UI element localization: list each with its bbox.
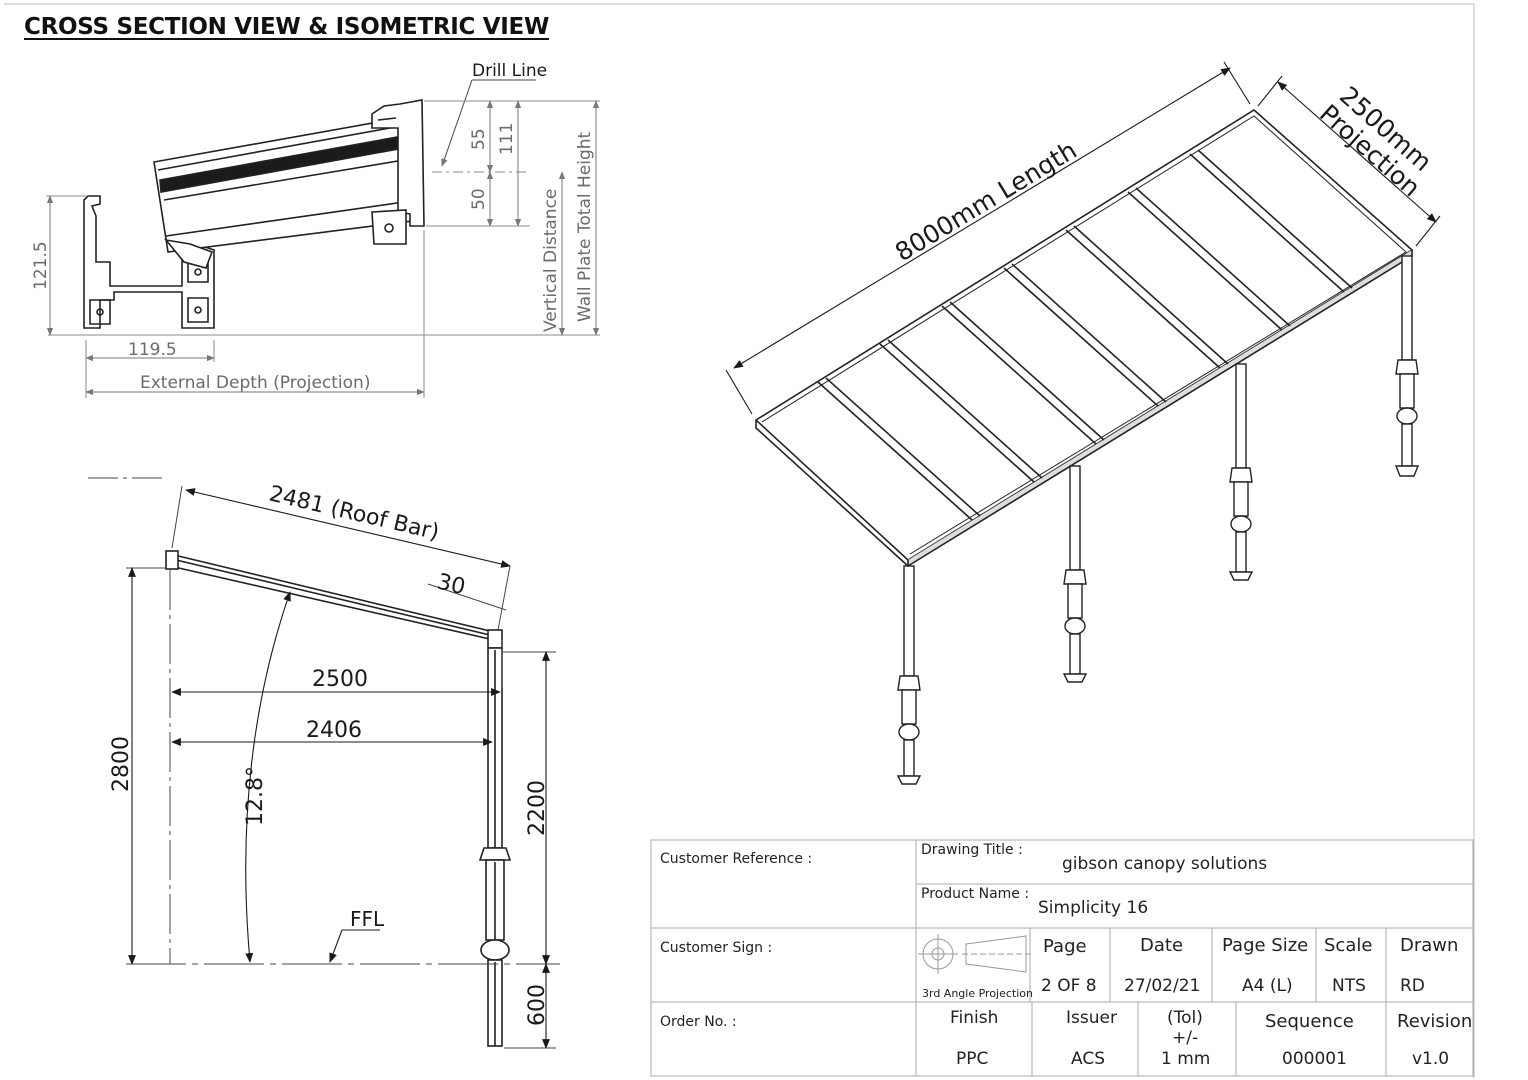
drawing-heading: CROSS SECTION VIEW & ISOMETRIC VIEW (24, 14, 550, 40)
dim-2800: 2800 (109, 736, 134, 792)
page-value: 2 OF 8 (1041, 976, 1097, 996)
tolerance-sign: +/- (1172, 1028, 1198, 1048)
scale-label: Scale (1324, 935, 1372, 956)
dim-111: 111 (497, 123, 517, 155)
sequence-value: 000001 (1282, 1049, 1347, 1069)
vertical-distance-label: Vertical Distance (541, 189, 561, 332)
revision-value: v1.0 (1412, 1049, 1449, 1069)
isometric-view: 8000mm Length 2500mm Projection (725, 61, 1441, 785)
dim-2500: 2500 (312, 667, 368, 692)
iso-post-4 (1394, 255, 1420, 477)
tolerance-label: (Tol) (1167, 1008, 1203, 1028)
side-roof-bar (165, 550, 503, 649)
wall-plate-height-label: Wall Plate Total Height (575, 131, 595, 322)
drawing-title-value: gibson canopy solutions (1062, 854, 1267, 874)
dim-2200: 2200 (525, 780, 550, 836)
dim-121-5: 121.5 (31, 241, 51, 290)
revision-label: Revision (1397, 1011, 1472, 1032)
issuer-label: Issuer (1066, 1008, 1117, 1028)
external-depth-label: External Depth (Projection) (140, 373, 370, 393)
third-angle-projection-icon (918, 934, 1030, 974)
drawing-title-label: Drawing Title : (921, 842, 1023, 858)
wall-plate-profile (371, 99, 425, 245)
sequence-label: Sequence (1265, 1011, 1354, 1032)
page-size-label: Page Size (1222, 935, 1308, 956)
date-value: 27/02/21 (1124, 976, 1200, 996)
dim-600: 600 (525, 984, 550, 1026)
iso-post-2 (1062, 465, 1088, 683)
issuer-value: ACS (1071, 1049, 1105, 1069)
roof-bar-dimension: 2481 (Roof Bar) (267, 482, 442, 546)
cross-section-view: Drill Line (31, 61, 600, 398)
drawn-value: RD (1400, 976, 1425, 996)
iso-post-3 (1228, 363, 1254, 581)
customer-sign-label: Customer Sign : (660, 940, 772, 956)
product-name-value: Simplicity 16 (1038, 898, 1148, 918)
iso-roof (754, 109, 1414, 568)
tolerance-value: 1 mm (1161, 1049, 1210, 1069)
dim-55: 55 (469, 128, 489, 150)
ffl-label: FFL (350, 907, 385, 931)
roof-bar-profile (153, 115, 421, 269)
order-no-label: Order No. : (660, 1014, 737, 1030)
finish-label: Finish (950, 1008, 998, 1028)
finish-value: PPC (956, 1049, 988, 1069)
dim-119-5: 119.5 (128, 340, 177, 360)
sheet-frame (4, 3, 1475, 1078)
dim-2406: 2406 (306, 718, 362, 743)
page-size-value: A4 (L) (1242, 976, 1293, 996)
roof-pitch-angle: 12.8° (243, 766, 268, 826)
title-block: Customer Reference : Drawing Title : gib… (650, 839, 1474, 1077)
page-label: Page (1043, 936, 1087, 957)
dim-30: 30 (435, 570, 468, 601)
drill-line-label: Drill Line (472, 61, 547, 81)
scale-value: NTS (1332, 976, 1366, 996)
drawn-label: Drawn (1400, 935, 1458, 956)
date-label: Date (1140, 935, 1183, 956)
customer-reference-label: Customer Reference : (660, 851, 812, 867)
iso-posts (896, 255, 1420, 785)
projection-note: 3rd Angle Projection (922, 987, 1033, 1000)
iso-post-1 (896, 565, 922, 785)
dim-50: 50 (469, 188, 489, 210)
side-elevation-view: 2481 (Roof Bar) 30 2500 2406 2800 12.8° … (88, 477, 560, 1049)
side-post (478, 647, 512, 1047)
product-name-label: Product Name : (921, 886, 1029, 902)
